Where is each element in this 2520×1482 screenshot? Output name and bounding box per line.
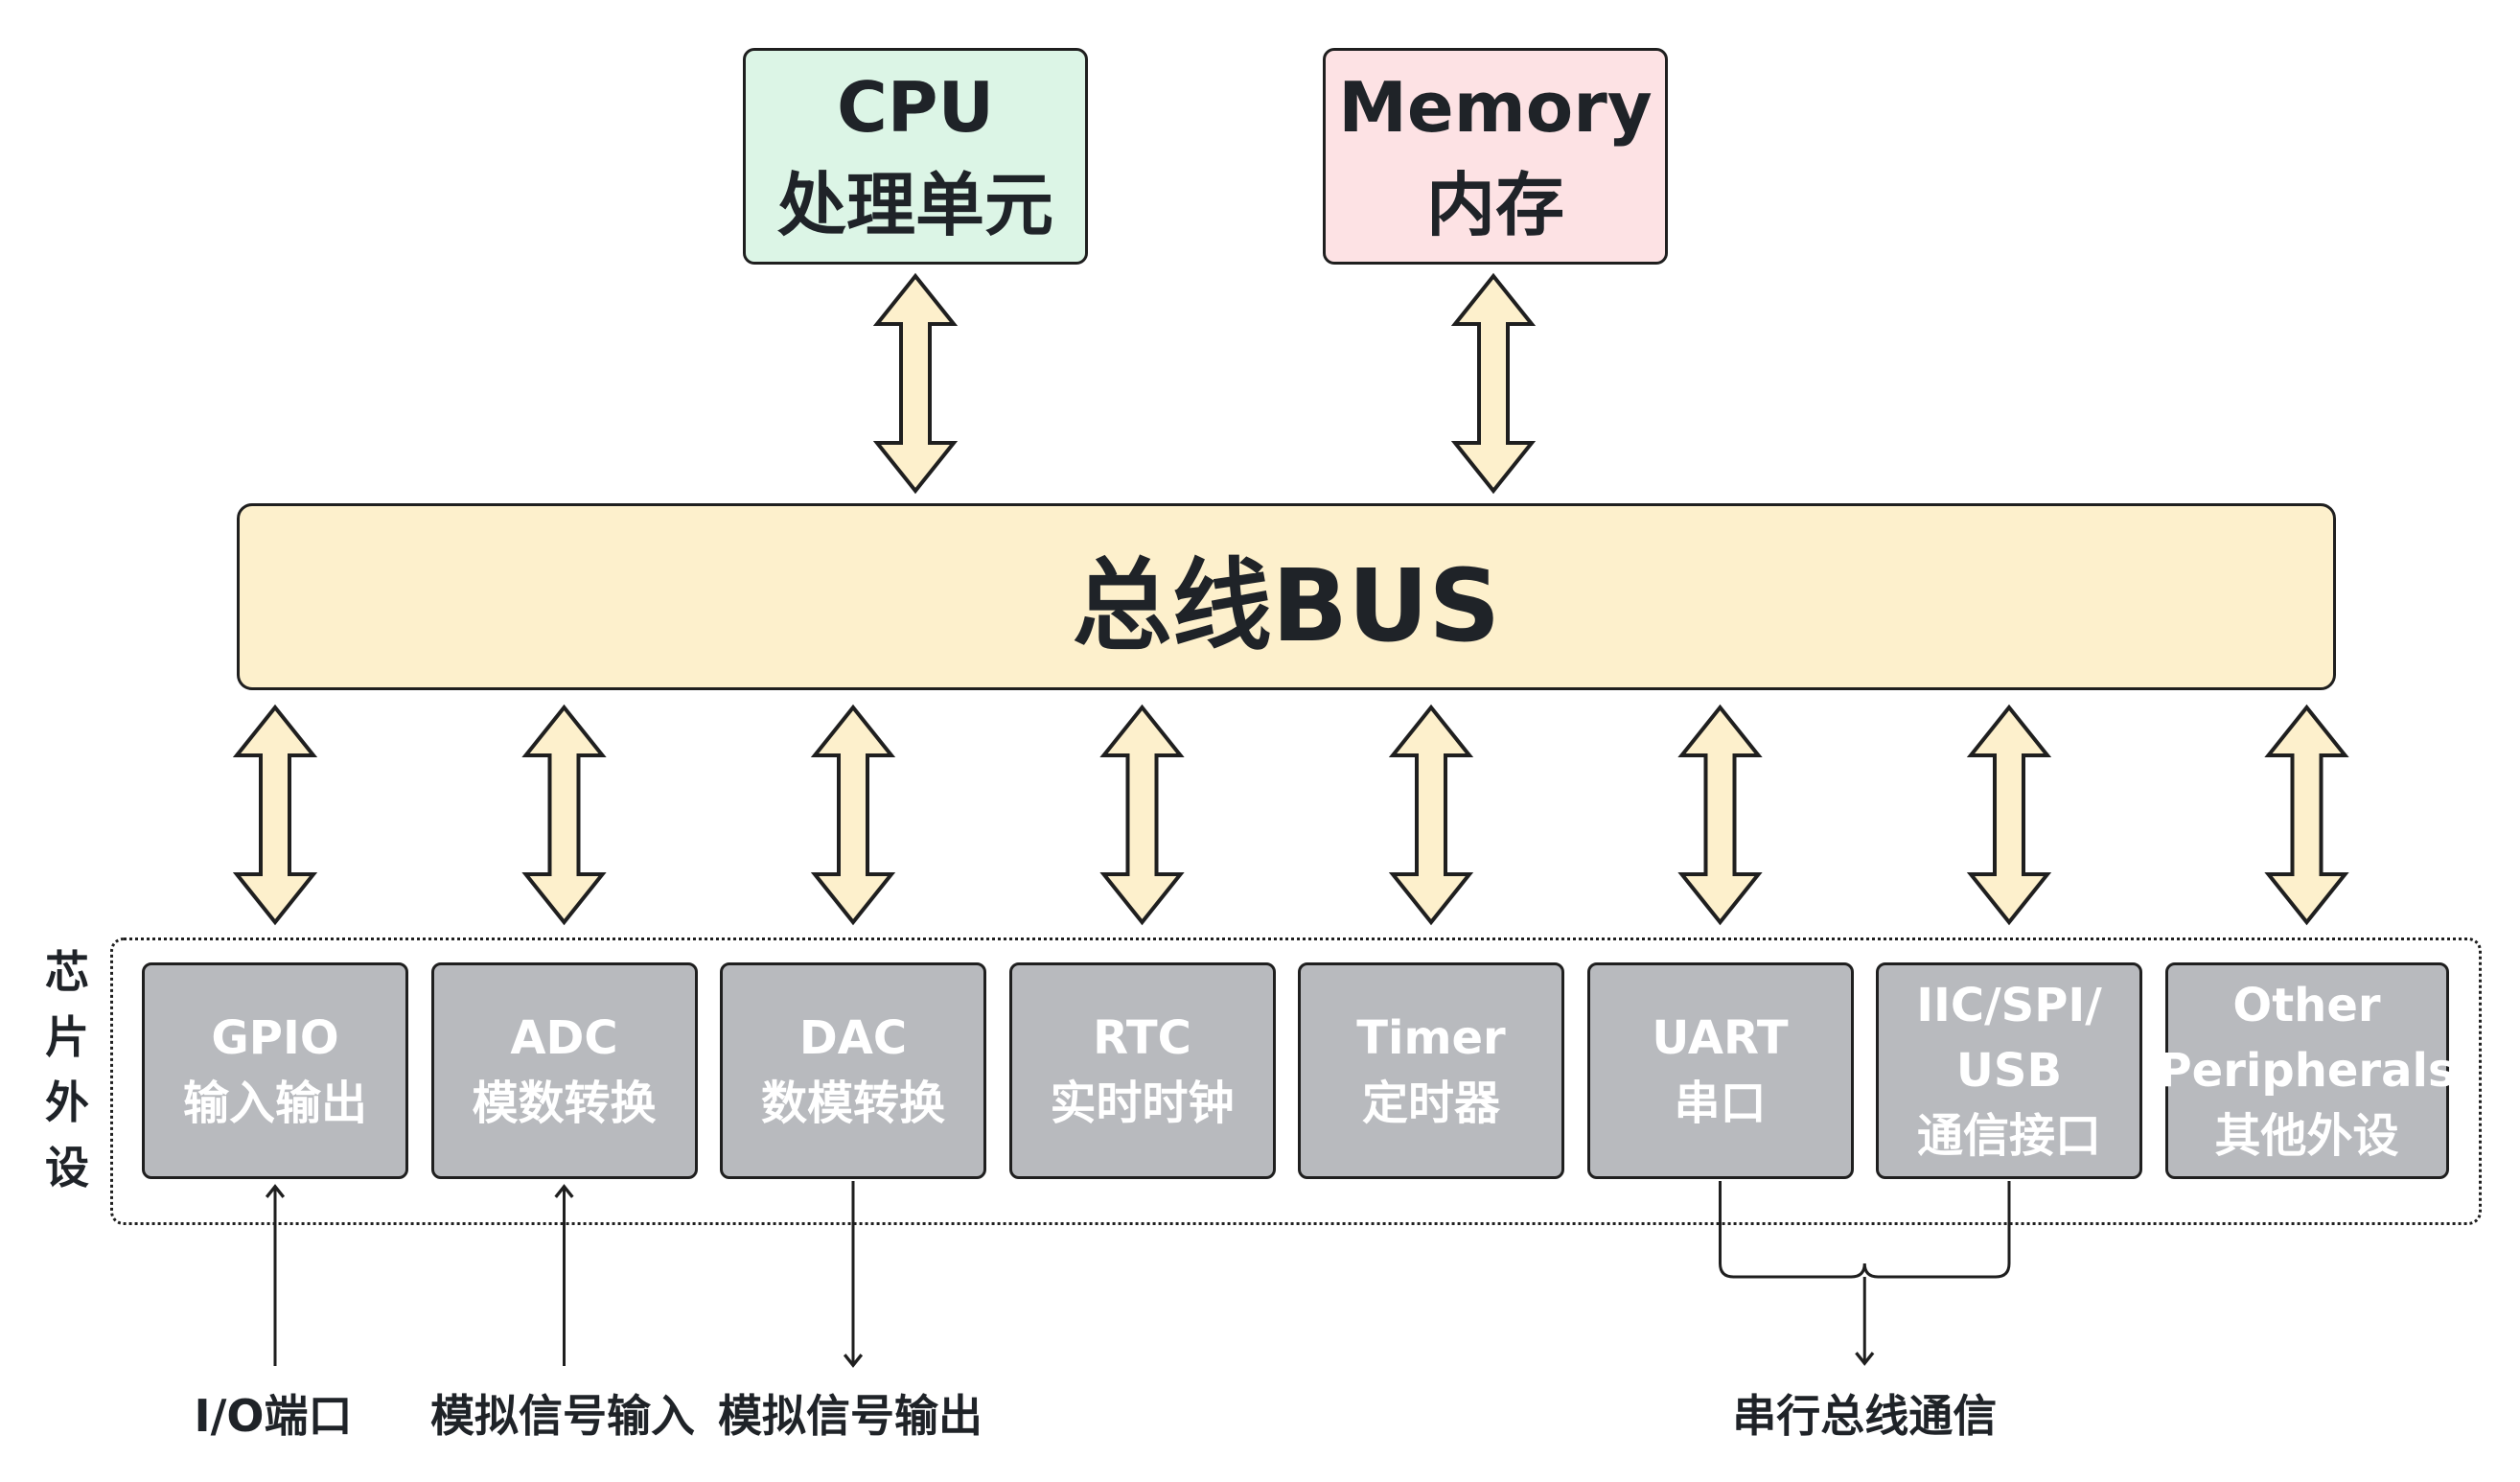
bus-dac-arrow — [810, 704, 896, 926]
peripheral-line: IIC/SPI/ — [1916, 979, 2102, 1032]
peripheral-line: 输入输出 — [182, 1077, 367, 1130]
peripheral-line: 其他外设 — [2214, 1109, 2399, 1163]
peripheral-line: 数模转换 — [760, 1077, 945, 1130]
peripheral-line: GPIO — [211, 1011, 339, 1065]
io-port-label: I/O端口 — [194, 1390, 353, 1442]
peripheral-uart: UART 串口 — [1586, 962, 1854, 1179]
bus-iic-spi-usb-arrow — [1966, 704, 2052, 926]
peripheral-line: 模数转换 — [472, 1077, 657, 1130]
peripheral-line: RTC — [1093, 1011, 1191, 1065]
peripheral-adc: ADC 模数转换 — [430, 962, 698, 1179]
bus-label: 总线BUS — [1072, 547, 1501, 664]
peripheral-line: 通信接口 — [1916, 1109, 2101, 1163]
peripheral-rtc: RTC 实时时钟 — [1008, 962, 1276, 1179]
cpu-subtitle: 处理单元 — [776, 165, 1053, 245]
peripheral-line: USB — [1955, 1044, 2063, 1098]
bus-rtc-arrow — [1099, 704, 1185, 926]
peripheral-line: 定时器 — [1361, 1077, 1500, 1130]
memory-box: Memory 内存 — [1323, 48, 1668, 265]
peripheral-line: 串口 — [1674, 1077, 1767, 1130]
peripheral-line: UART — [1652, 1011, 1789, 1065]
bus-gpio-arrow — [232, 704, 318, 926]
memory-subtitle: 内存 — [1425, 165, 1564, 245]
bus-other-peripherals-arrow — [2264, 704, 2349, 926]
peripheral-line: 实时时钟 — [1050, 1077, 1235, 1130]
memory-bus-arrow — [1450, 272, 1537, 495]
peripheral-group — [110, 938, 2482, 1225]
peripheral-line: Timer — [1356, 1011, 1506, 1065]
peripheral-group-label: 芯片外设 — [45, 946, 89, 1193]
serial-bus-label: 串行总线通信 — [1732, 1390, 1998, 1442]
bus-uart-arrow — [1677, 704, 1763, 926]
peripheral-line: Other — [2232, 979, 2381, 1032]
peripheral-iic-spi-usb: IIC/SPI/USB 通信接口 — [1876, 962, 2142, 1179]
peripheral-gpio: GPIO 输入输出 — [142, 962, 408, 1179]
analog-input-label: 模拟信号输入 — [430, 1390, 695, 1442]
peripheral-line: Peripherals — [2158, 1044, 2456, 1098]
memory-title: Memory — [1338, 67, 1653, 148]
bus-box: 总线BUS — [237, 503, 2336, 690]
peripheral-line: DAC — [798, 1011, 908, 1065]
peripheral-timer: Timer 定时器 — [1298, 962, 1564, 1179]
analog-output-label: 模拟信号输出 — [718, 1390, 983, 1442]
peripheral-line: ADC — [510, 1011, 618, 1065]
cpu-bus-arrow — [872, 272, 959, 495]
serial-bus-bracket — [1719, 1181, 2011, 1279]
peripheral-dac: DAC 数模转换 — [720, 962, 986, 1179]
cpu-box: CPU 处理单元 — [743, 48, 1088, 265]
cpu-title: CPU — [836, 67, 995, 148]
bus-adc-arrow — [521, 704, 607, 926]
bus-timer-arrow — [1388, 704, 1474, 926]
